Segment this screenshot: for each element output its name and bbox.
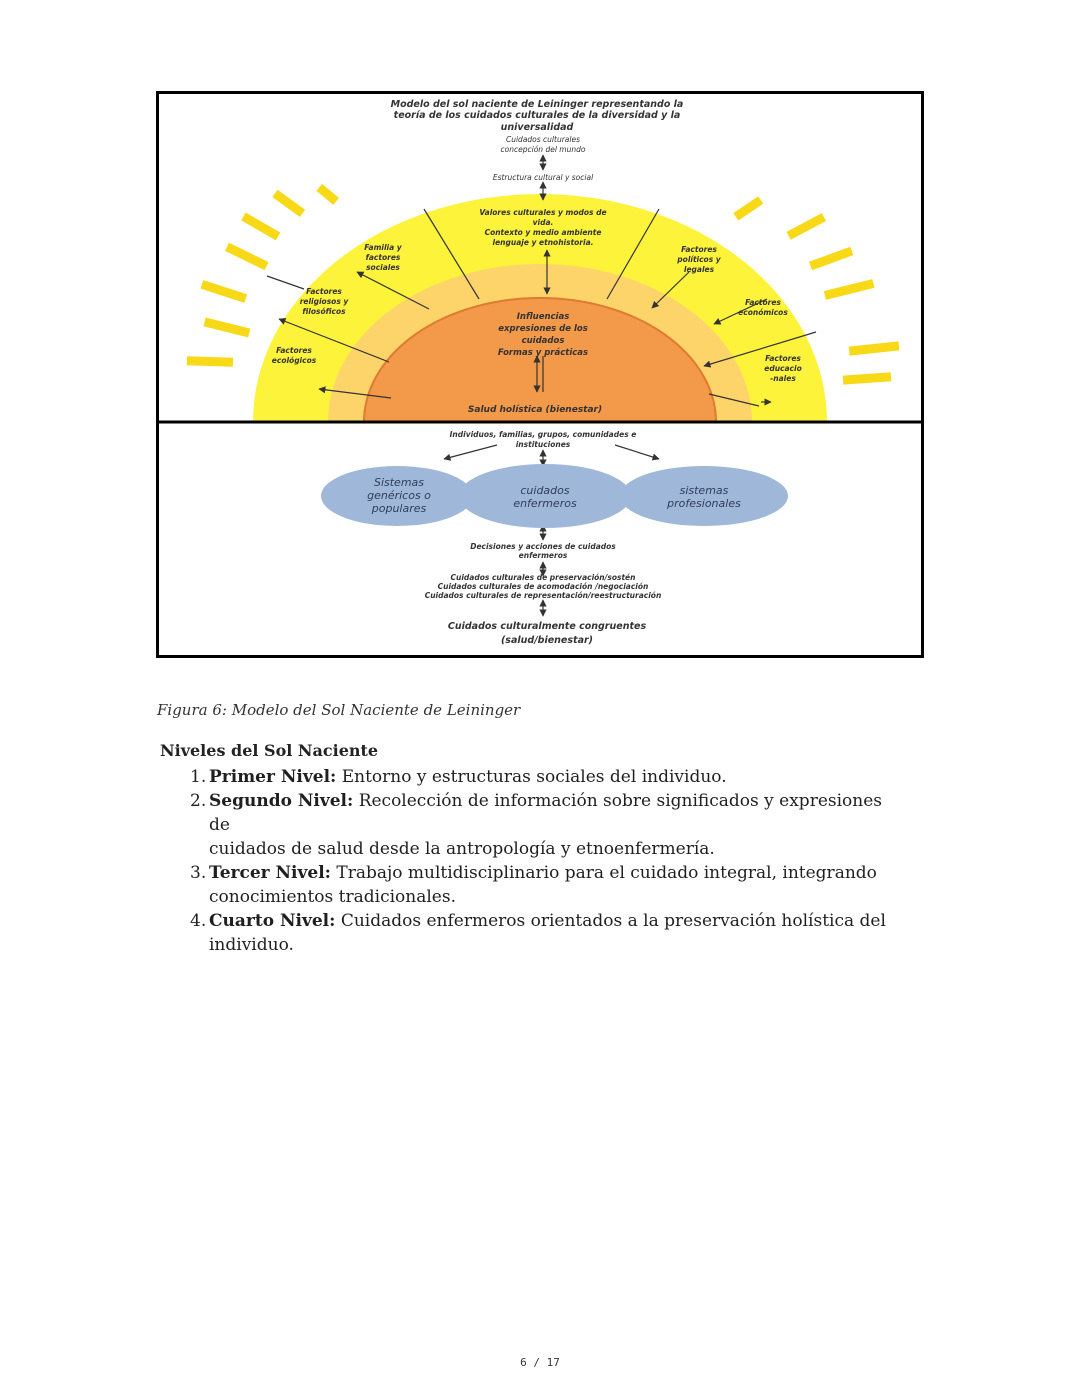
context-line: Valores culturales y modos de [479,208,606,217]
decisions-line: Decisiones y acciones de cuidados [470,542,616,551]
list-item-text: conocimientos tradicionales. [209,887,456,907]
list-item-text: Trabajo multidisciplinario para el cuida… [336,863,877,883]
list-item-number: 4. [190,911,207,931]
list-item-text: Recolección de información sobre signifi… [209,791,883,835]
list-item: 2. Segundo Nivel: Recolección de informa… [186,789,886,861]
core-label: Influencias expresiones de los cuidados … [468,312,602,415]
decisions-line: enfermeros [519,551,568,560]
top-label: concepción del mundo [501,145,586,154]
ellipse-right-line: sistemas [680,484,729,497]
list-item-text: cuidados de salud desde la antropología … [209,839,715,859]
top-label: Estructura cultural y social [493,173,594,182]
list-item-term: Segundo Nivel: [209,791,354,811]
factor-familia: factores [366,253,401,262]
factor-religiosos: Factores [306,287,342,296]
section-title: Niveles del Sol Naciente [160,741,379,760]
factor-educacionales: educacio [764,364,801,373]
top-label: Cuidados culturales [506,135,580,144]
sunrise-model-figure: Modelo del sol naciente de Leininger rep… [156,91,924,658]
list-item-text: individuo. [209,935,294,955]
factor-educacionales: Factores [765,354,801,363]
factor-economicos: Factores [745,298,781,307]
list-item: 4. Cuarto Nivel: Cuidados enfermeros ori… [186,909,886,957]
holistic-health-label: Salud holística (bienestar) [468,405,602,415]
top-arrows [266,154,817,407]
care-line: Cuidados culturales de acomodación /nego… [438,582,649,591]
core-line: cuidados [522,336,565,346]
factor-familia: sociales [366,263,400,272]
list-item-term: Tercer Nivel: [209,863,331,883]
ellipse-left-line: Sistemas [374,476,424,489]
factor-ecologicos: Factores [276,346,312,355]
ellipse-center-line: cuidados [520,484,570,497]
list-item-number: 2. [190,791,207,811]
diagram-title-line: teoría de los cuidados culturales de la … [394,110,681,121]
list-item-term: Cuarto Nivel: [209,911,336,931]
decisions-label: Decisiones y acciones de cuidados enferm… [425,542,662,646]
professional-systems-ellipse [620,466,788,526]
generic-systems-ellipse [321,466,473,526]
factor-educacionales: -nales [770,374,796,383]
list-item: 1. Primer Nivel: Entorno y estructuras s… [186,765,886,789]
care-systems: Sistemas genéricos o populares cuidados … [321,464,788,528]
list-item-number: 3. [190,863,207,883]
levels-list: 1. Primer Nivel: Entorno y estructuras s… [186,765,886,957]
list-item-text: Entorno y estructuras sociales del indiv… [341,767,727,787]
list-item-term: Primer Nivel: [209,767,337,787]
sun-rays [186,183,900,385]
ellipse-center-line: enfermeros [513,497,577,510]
diagram-title-line: universalidad [501,122,574,133]
factor-economicos: económicos [738,308,788,317]
factor-politicos: Factores [681,245,717,254]
care-line: Cuidados culturales de preservación/sost… [451,573,636,582]
sunrise-model-diagram: Modelo del sol naciente de Leininger rep… [159,99,921,646]
list-item-text: Cuidados enfermeros orientados a la pres… [340,911,886,931]
ellipse-right-line: profesionales [666,497,741,510]
core-line: Influencias [517,312,570,322]
list-item-number: 1. [190,767,207,787]
list-item: 3. Tercer Nivel: Trabajo multidisciplina… [186,861,886,909]
diagram-title-line: Modelo del sol naciente de Leininger rep… [391,99,684,110]
individuals-label: Individuos, familias, grupos, comunidade… [450,430,637,449]
factor-labels: Familia y factores sociales Factores rel… [272,243,802,383]
factor-ecologicos: ecológicos [272,356,317,365]
ellipse-left-line: genéricos o [367,489,431,502]
context-line: vida. [533,218,554,227]
context-line: lenguaje y etnohistoria. [493,238,594,247]
individuals-line: instituciones [516,440,571,449]
factor-familia: Familia y [364,243,403,252]
care-line: Cuidados culturales de representación/re… [425,591,662,600]
factor-politicos: políticos y [676,255,721,264]
nursing-care-ellipse [459,464,631,528]
final-line: (salud/bienestar) [501,635,593,646]
core-line: Formas y prácticas [498,348,588,358]
core-line: expresiones de los [498,324,588,334]
factor-religiosos: filosóficos [302,307,346,316]
figure-caption: Figura 6: Modelo del Sol Naciente de Lei… [157,701,521,719]
final-line: Cuidados culturalmente congruentes [448,621,647,632]
context-line: Contexto y medio ambiente [485,228,602,237]
factor-religiosos: religiosos y [300,297,350,306]
factor-politicos: legales [684,265,715,274]
ellipse-left-line: populares [371,502,427,515]
individuals-line: Individuos, familias, grupos, comunidade… [450,430,637,439]
context-label: Valores culturales y modos de vida. Cont… [479,208,606,247]
diagram-title: Modelo del sol naciente de Leininger rep… [391,99,684,182]
page-number: 6 / 17 [520,1356,560,1369]
